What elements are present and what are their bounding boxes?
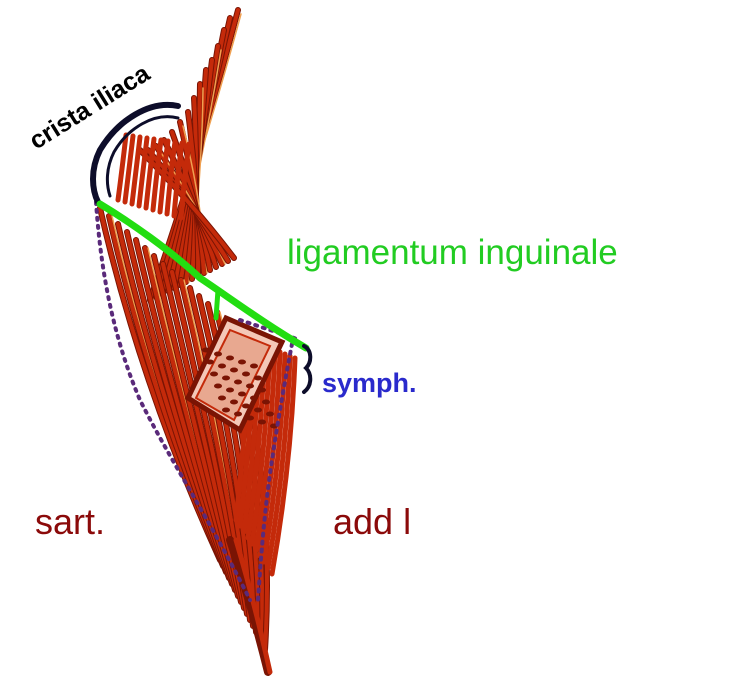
stipple-dot: [230, 400, 238, 405]
label-ligamentum-inguinale: ligamentum inguinale: [287, 233, 618, 272]
stipple-dot: [234, 412, 242, 417]
stipple-dot: [222, 376, 230, 381]
stipple-dot: [226, 388, 234, 393]
stipple-dot: [238, 360, 246, 365]
stipple-dot: [230, 368, 238, 373]
stipple-dot: [238, 392, 246, 397]
stipple-dot: [214, 384, 222, 389]
label-adductor-longus: add l: [333, 501, 411, 542]
stipple-dot: [246, 384, 254, 389]
stipple-dot: [246, 416, 254, 421]
label-sartorius: sart.: [35, 501, 105, 542]
stipple-dot: [242, 372, 250, 377]
stipple-dot: [222, 408, 230, 413]
stipple-dot: [242, 404, 250, 409]
stipple-dot: [266, 412, 274, 417]
label-symphysis: symph.: [322, 368, 417, 398]
ligamentum-inguinale-branch: [216, 290, 218, 318]
stipple-dot: [214, 352, 222, 357]
symphysis-bracket: [304, 346, 310, 392]
stipple-dot: [202, 348, 210, 353]
stipple-dot: [218, 364, 226, 369]
label-crista-iliaca: crista iliaca: [24, 59, 155, 156]
stipple-dot: [234, 380, 242, 385]
stipple-dot: [258, 420, 266, 425]
stipple-dot: [250, 364, 258, 369]
stipple-dot: [258, 388, 266, 393]
stipple-dot: [254, 408, 262, 413]
stipple-dot: [262, 400, 270, 405]
stipple-dot: [206, 360, 214, 365]
stipple-dot: [226, 356, 234, 361]
stipple-dot: [254, 376, 262, 381]
stipple-dot: [218, 396, 226, 401]
stipple-dot: [210, 372, 218, 377]
stipple-dot: [250, 396, 258, 401]
